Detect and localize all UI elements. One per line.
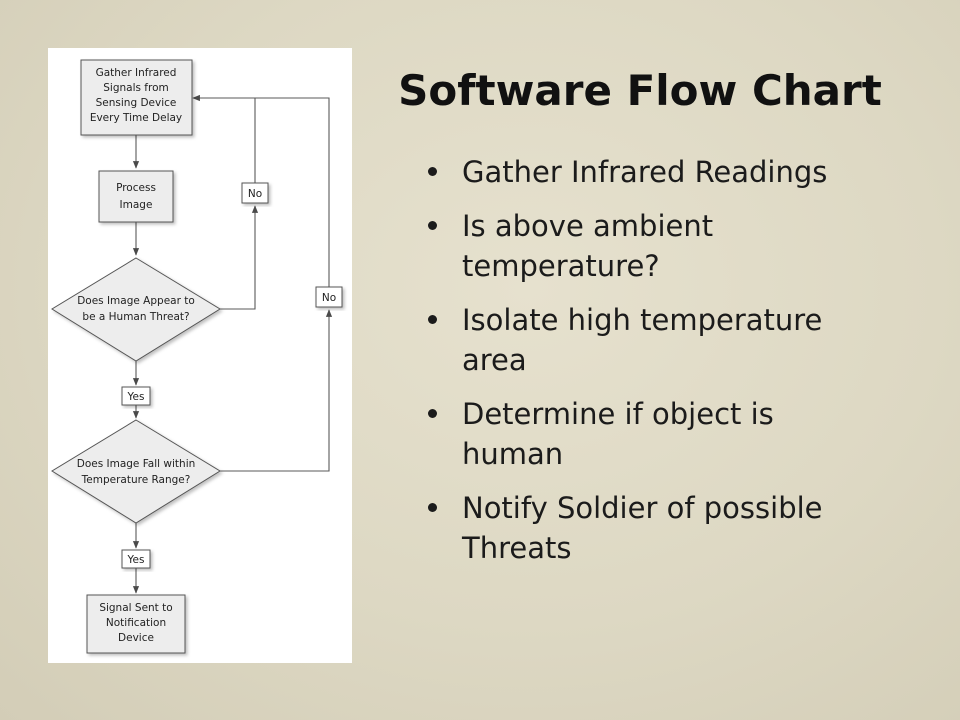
gather-line-3: Sensing Device bbox=[96, 97, 177, 109]
bullet-dot-icon bbox=[428, 409, 437, 418]
bullet-dot-icon bbox=[428, 221, 437, 230]
bullet-text: Isolate high temperature area bbox=[462, 303, 823, 377]
temperature-range-decision: Does Image Fall within Temperature Range… bbox=[51, 419, 221, 524]
bullet-item: Determine if object is human bbox=[424, 394, 884, 474]
loop-line-2 bbox=[220, 309, 333, 472]
process-line-2: Image bbox=[120, 199, 153, 211]
slide-title: Software Flow Chart bbox=[398, 66, 882, 115]
bullet-item: Notify Soldier of possible Threats bbox=[424, 488, 884, 568]
bullet-text: Determine if object is human bbox=[462, 397, 774, 471]
gather-line-1: Gather Infrared bbox=[96, 67, 177, 79]
loop-line-1 bbox=[220, 205, 259, 310]
decision2-line-2: Temperature Range? bbox=[81, 474, 191, 486]
signal-line-1: Signal Sent to bbox=[99, 602, 172, 614]
signal-line-3: Device bbox=[118, 632, 154, 644]
human-threat-decision: Does Image Appear to be a Human Threat? bbox=[51, 257, 221, 362]
loop-line-2-top bbox=[192, 94, 330, 287]
no-label-2: No bbox=[315, 286, 343, 308]
bullet-dot-icon bbox=[428, 167, 437, 176]
gather-line-2: Signals from bbox=[103, 82, 169, 94]
decision1-line-1: Does Image Appear to bbox=[77, 295, 195, 307]
no-label-2-text: No bbox=[322, 292, 336, 304]
decision2-line-1: Does Image Fall within bbox=[77, 458, 196, 470]
bullet-dot-icon bbox=[428, 315, 437, 324]
no-label-1: No bbox=[241, 182, 269, 204]
gather-signals-box: Gather Infrared Signals from Sensing Dev… bbox=[80, 59, 193, 136]
flowchart: Gather Infrared Signals from Sensing Dev… bbox=[51, 59, 343, 654]
bullet-list: Gather Infrared Readings Is above ambien… bbox=[424, 152, 884, 582]
bullet-text: Notify Soldier of possible Threats bbox=[462, 491, 823, 565]
bullet-item: Isolate high temperature area bbox=[424, 300, 884, 380]
process-line-1: Process bbox=[116, 182, 156, 194]
flowchart-panel: Gather Infrared Signals from Sensing Dev… bbox=[48, 48, 352, 663]
yes-label-1-text: Yes bbox=[127, 391, 145, 403]
yes-label-2-text: Yes bbox=[127, 554, 145, 566]
signal-sent-box: Signal Sent to Notification Device bbox=[86, 594, 186, 654]
bullet-text: Is above ambient temperature? bbox=[462, 209, 714, 283]
yes-label-1: Yes bbox=[121, 386, 151, 406]
process-image-box: Process Image bbox=[98, 170, 174, 223]
yes-label-2: Yes bbox=[121, 549, 151, 569]
no-label-1-text: No bbox=[248, 188, 262, 200]
signal-line-2: Notification bbox=[106, 617, 166, 629]
decision1-line-2: be a Human Threat? bbox=[82, 311, 189, 323]
bullet-item: Is above ambient temperature? bbox=[424, 206, 884, 286]
bullet-item: Gather Infrared Readings bbox=[424, 152, 884, 192]
bullet-text: Gather Infrared Readings bbox=[462, 155, 828, 189]
gather-line-4: Every Time Delay bbox=[90, 112, 182, 124]
bullet-dot-icon bbox=[428, 503, 437, 512]
